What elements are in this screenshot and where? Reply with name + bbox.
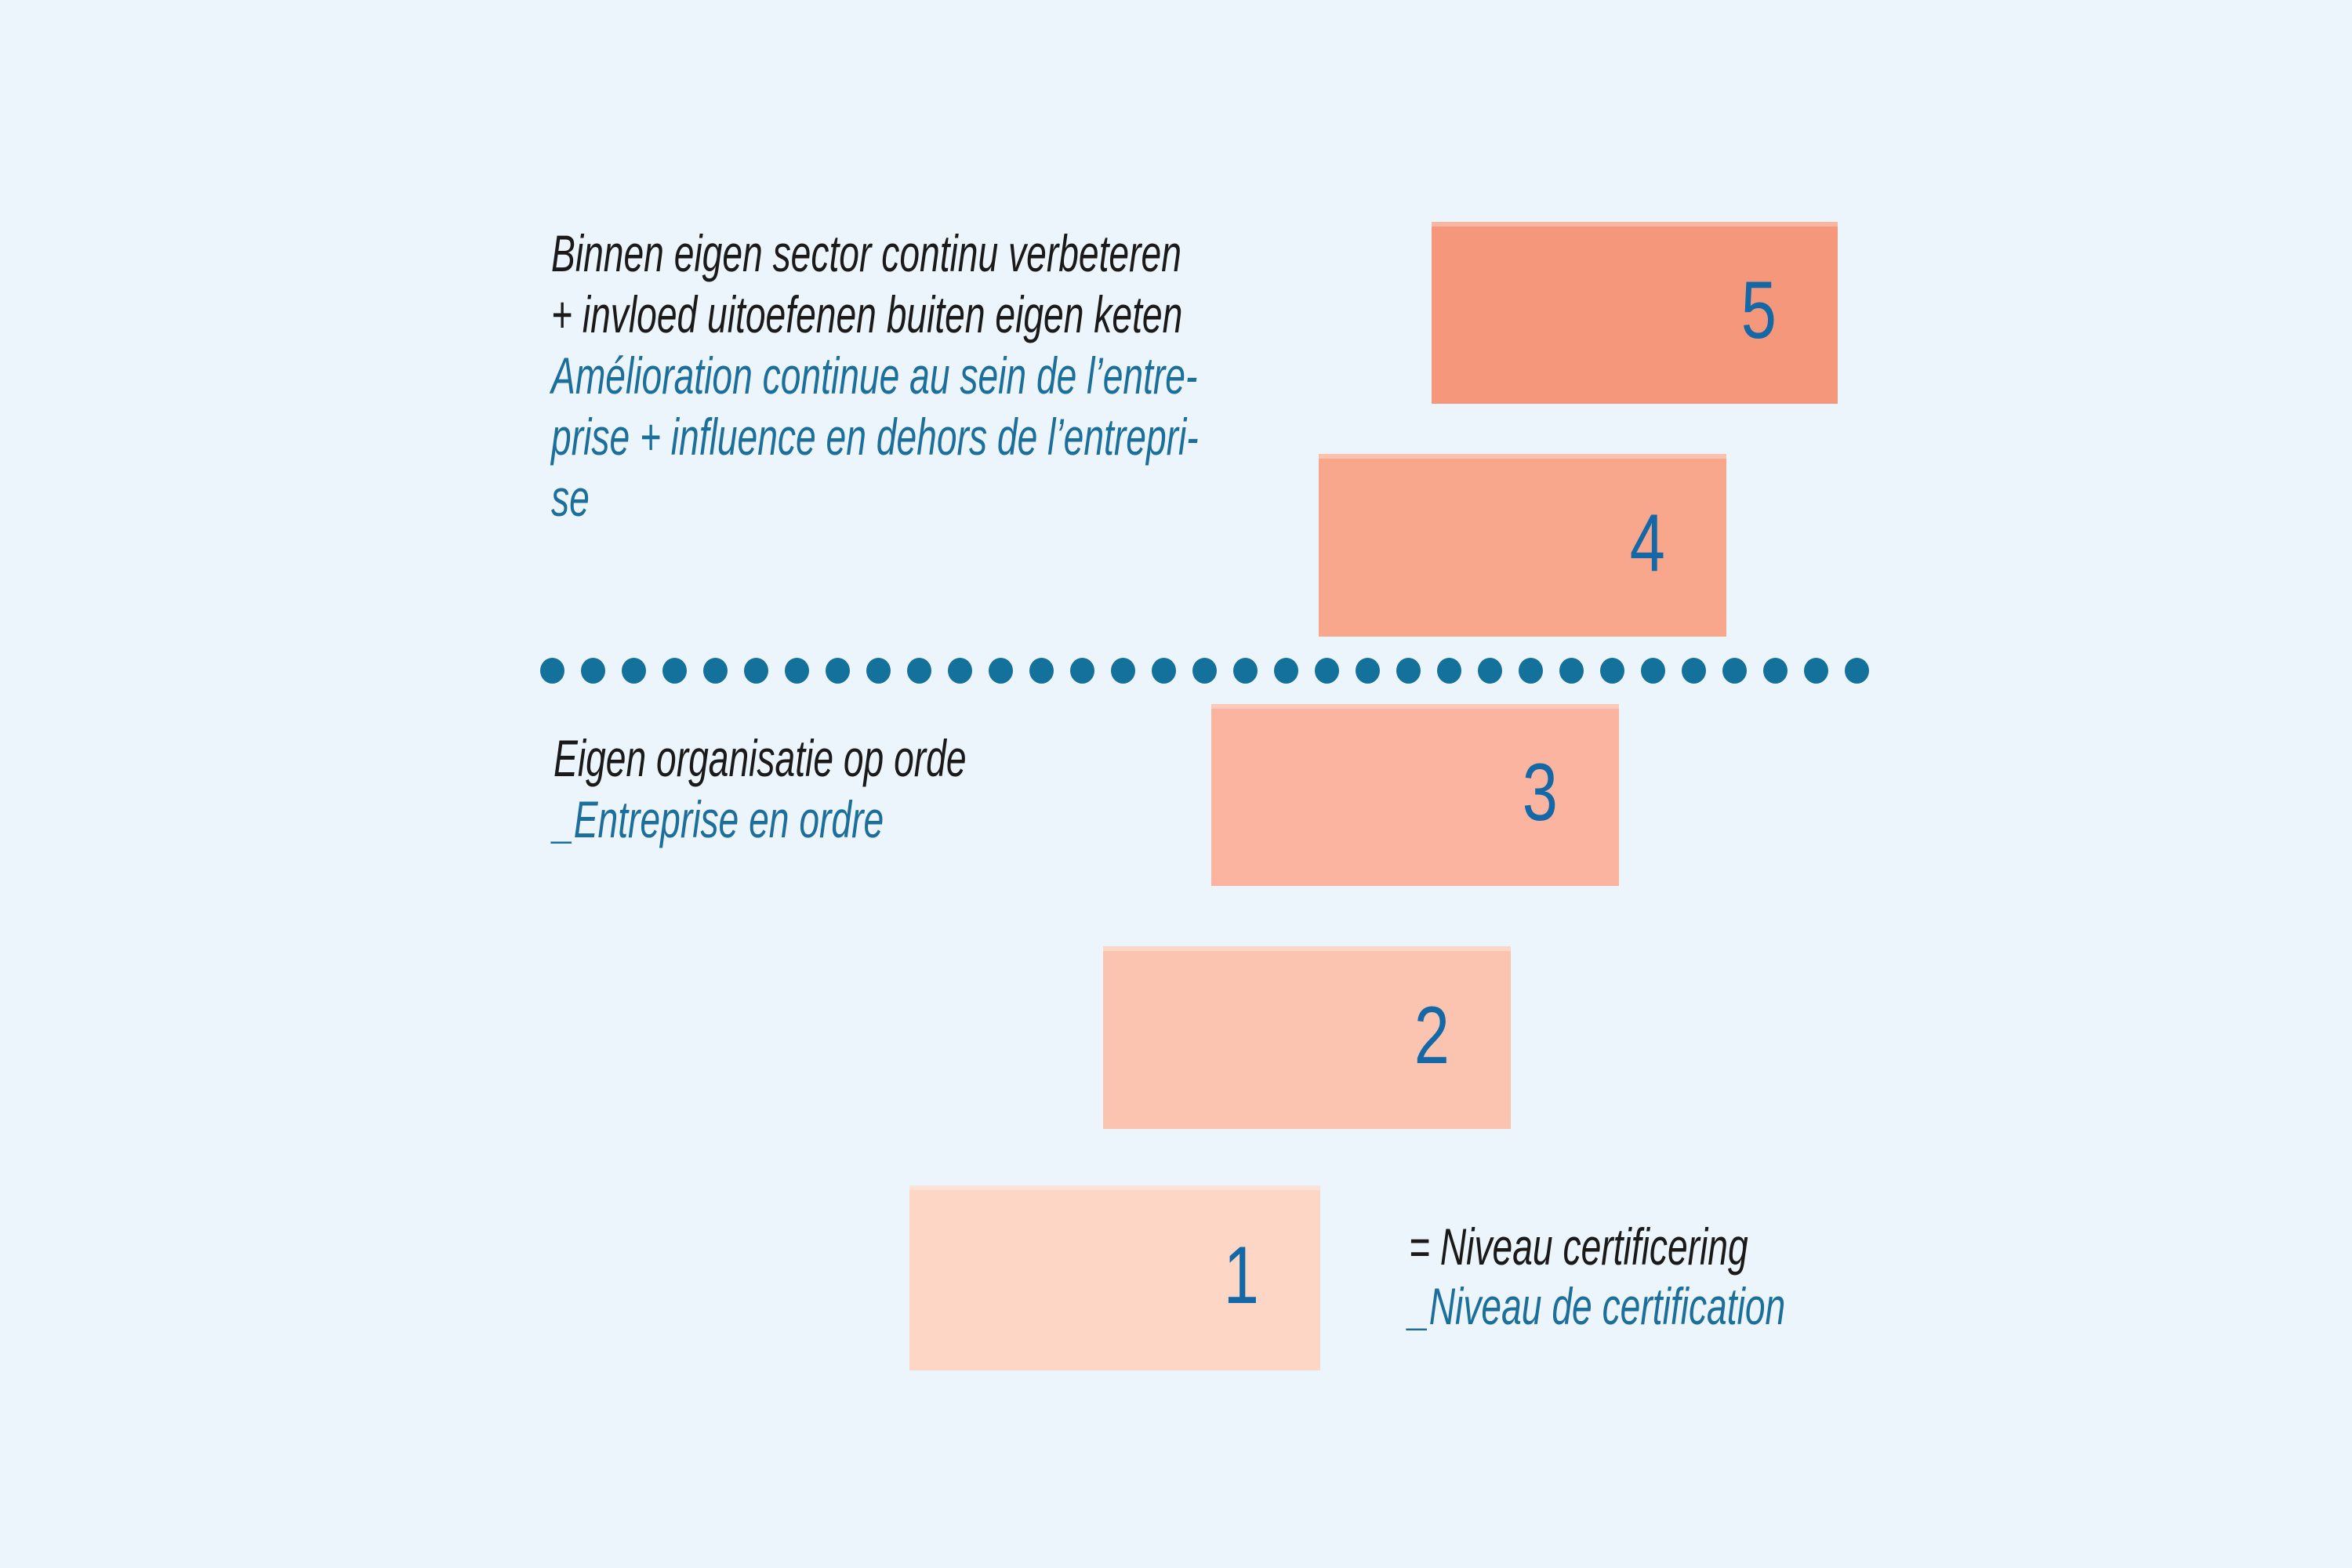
separator-dot: [866, 658, 891, 684]
separator-dot: [1519, 658, 1543, 684]
level-number: 5: [1740, 265, 1777, 357]
annotation-line-fr: Amélioration continue au sein de l’entre…: [551, 347, 1198, 405]
separator-dot: [1111, 658, 1135, 684]
annotation-line-fr: se: [551, 469, 590, 527]
annotation-line-nl: Binnen eigen sector continu verbeteren: [551, 224, 1181, 282]
legend-certification-level: = Niveau certificering _Niveau de certif…: [1409, 1217, 1785, 1336]
separator-dot: [1763, 658, 1788, 684]
separator-dot: [1641, 658, 1665, 684]
separator-dot: [1233, 658, 1258, 684]
level-number: 3: [1522, 747, 1558, 839]
separator-dot: [622, 658, 646, 684]
separator-dot: [785, 658, 809, 684]
level-number: 4: [1629, 497, 1665, 589]
level-box-1: 1: [909, 1185, 1320, 1370]
separator-dot: [1396, 658, 1421, 684]
annotation-line-fr: _Entreprise en ordre: [554, 790, 884, 848]
level-box-4: 4: [1319, 454, 1726, 637]
separator-dot: [1722, 658, 1747, 684]
dotted-separator-line: [540, 658, 1869, 684]
separator-dot: [1845, 658, 1869, 684]
annotation-levels-4-5: Binnen eigen sector continu verbeteren +…: [551, 223, 1199, 528]
separator-dot: [1559, 658, 1584, 684]
separator-dot: [989, 658, 1013, 684]
separator-dot: [1029, 658, 1054, 684]
level-number: 1: [1223, 1230, 1259, 1322]
annotation-line-fr: prise + influence en dehors de l’entrepr…: [551, 408, 1199, 466]
annotation-levels-1-3: Eigen organisatie op orde _Entreprise en…: [554, 728, 967, 850]
separator-dot: [1315, 658, 1339, 684]
separator-dot: [581, 658, 605, 684]
separator-dot: [703, 658, 728, 684]
separator-dot: [744, 658, 768, 684]
separator-dot: [826, 658, 850, 684]
separator-dot: [1152, 658, 1176, 684]
annotation-line-nl: + invloed uitoefenen buiten eigen keten: [551, 285, 1183, 343]
separator-dot: [662, 658, 687, 684]
separator-dot: [1478, 658, 1502, 684]
separator-dot: [948, 658, 972, 684]
separator-dot: [907, 658, 931, 684]
separator-dot: [1804, 658, 1828, 684]
level-box-3: 3: [1211, 704, 1619, 886]
annotation-line-nl: Eigen organisatie op orde: [554, 729, 967, 787]
separator-dot: [1274, 658, 1298, 684]
separator-dot: [1682, 658, 1706, 684]
legend-line-nl: = Niveau certificering: [1409, 1218, 1748, 1276]
separator-dot: [1600, 658, 1624, 684]
separator-dot: [1356, 658, 1380, 684]
legend-line-fr: _Niveau de certification: [1409, 1277, 1786, 1335]
separator-dot: [1070, 658, 1094, 684]
separator-dot: [1192, 658, 1217, 684]
separator-dot: [1437, 658, 1461, 684]
level-box-5: 5: [1432, 222, 1838, 404]
separator-dot: [540, 658, 564, 684]
level-number: 2: [1414, 989, 1450, 1081]
level-box-2: 2: [1103, 946, 1511, 1129]
